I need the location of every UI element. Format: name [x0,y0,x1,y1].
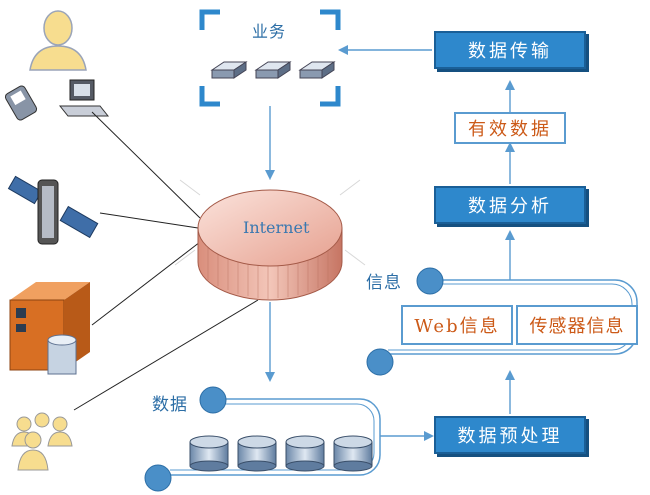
database-icon [189,435,229,472]
data-label: 数据 [152,395,188,415]
user-icon [29,10,87,71]
group-icon [11,412,73,471]
server-icon [9,282,90,375]
business-label: 业务 [252,22,287,41]
switch-icon [298,61,336,79]
data-transmission-box: 数据传输 [434,31,586,69]
sensor-info-box: 传感器信息 [516,305,638,345]
database-icon [285,435,325,472]
info-label: 信息 [366,273,402,293]
internet-label: Internet [243,218,310,237]
internet-disc [174,160,366,301]
database-icon [237,435,277,472]
database-icon [333,435,373,472]
connection-lines [73,111,259,411]
web-info-box: Web信息 [401,305,513,345]
valid-data-box: 有效数据 [454,112,566,144]
data-analysis-box: 数据分析 [434,186,586,224]
switch-icon [254,61,292,79]
business-bracket [199,9,341,107]
data-preprocess-box: 数据预处理 [434,416,586,454]
satellite-icon [7,175,99,245]
flow-arrows [265,45,515,441]
phone-and-computer-icon [4,79,110,121]
switch-icon [210,61,248,79]
